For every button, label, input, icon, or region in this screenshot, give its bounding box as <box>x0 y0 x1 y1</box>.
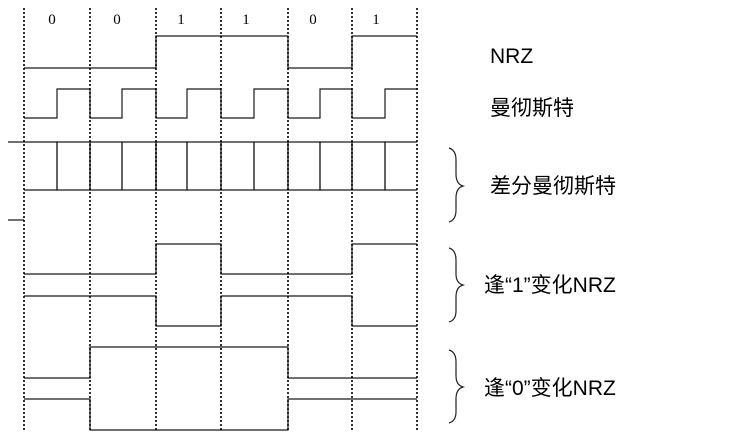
brace-nrzi-1 <box>448 247 466 323</box>
bit-label: 1 <box>242 12 250 28</box>
braces <box>448 147 466 424</box>
nrzi-0-waveform <box>24 346 417 431</box>
nrzi-0-signal-a <box>24 346 417 379</box>
nrzi-0-signal-b <box>24 398 417 431</box>
brace-diff-manchester <box>448 147 466 223</box>
brace-nrzi-0 <box>448 349 466 424</box>
bit-label: 0 <box>48 12 56 28</box>
label-nrzi-0: 逢“0”变化NRZ <box>484 377 616 400</box>
diff-manchester-signal-a <box>8 141 417 191</box>
bit-label: 1 <box>177 12 185 28</box>
label-manchester: 曼彻斯特 <box>490 97 574 120</box>
encoding-labels: NRZ 曼彻斯特 差分曼彻斯特 逢“1”变化NRZ 逢“0”变化NRZ <box>484 45 616 400</box>
bit-label: 0 <box>113 12 121 28</box>
bit-label: 1 <box>372 12 380 28</box>
diff-manchester-waveform <box>8 141 417 221</box>
diff-manchester-signal-b <box>8 141 417 221</box>
bit-boundaries <box>23 8 418 432</box>
label-nrzi-1: 逢“1”变化NRZ <box>484 274 616 297</box>
label-diff-manchester: 差分曼彻斯特 <box>490 175 616 198</box>
label-nrz: NRZ <box>490 45 533 68</box>
bit-labels: 0 0 1 1 0 1 <box>48 12 380 28</box>
bit-label: 0 <box>309 12 317 28</box>
